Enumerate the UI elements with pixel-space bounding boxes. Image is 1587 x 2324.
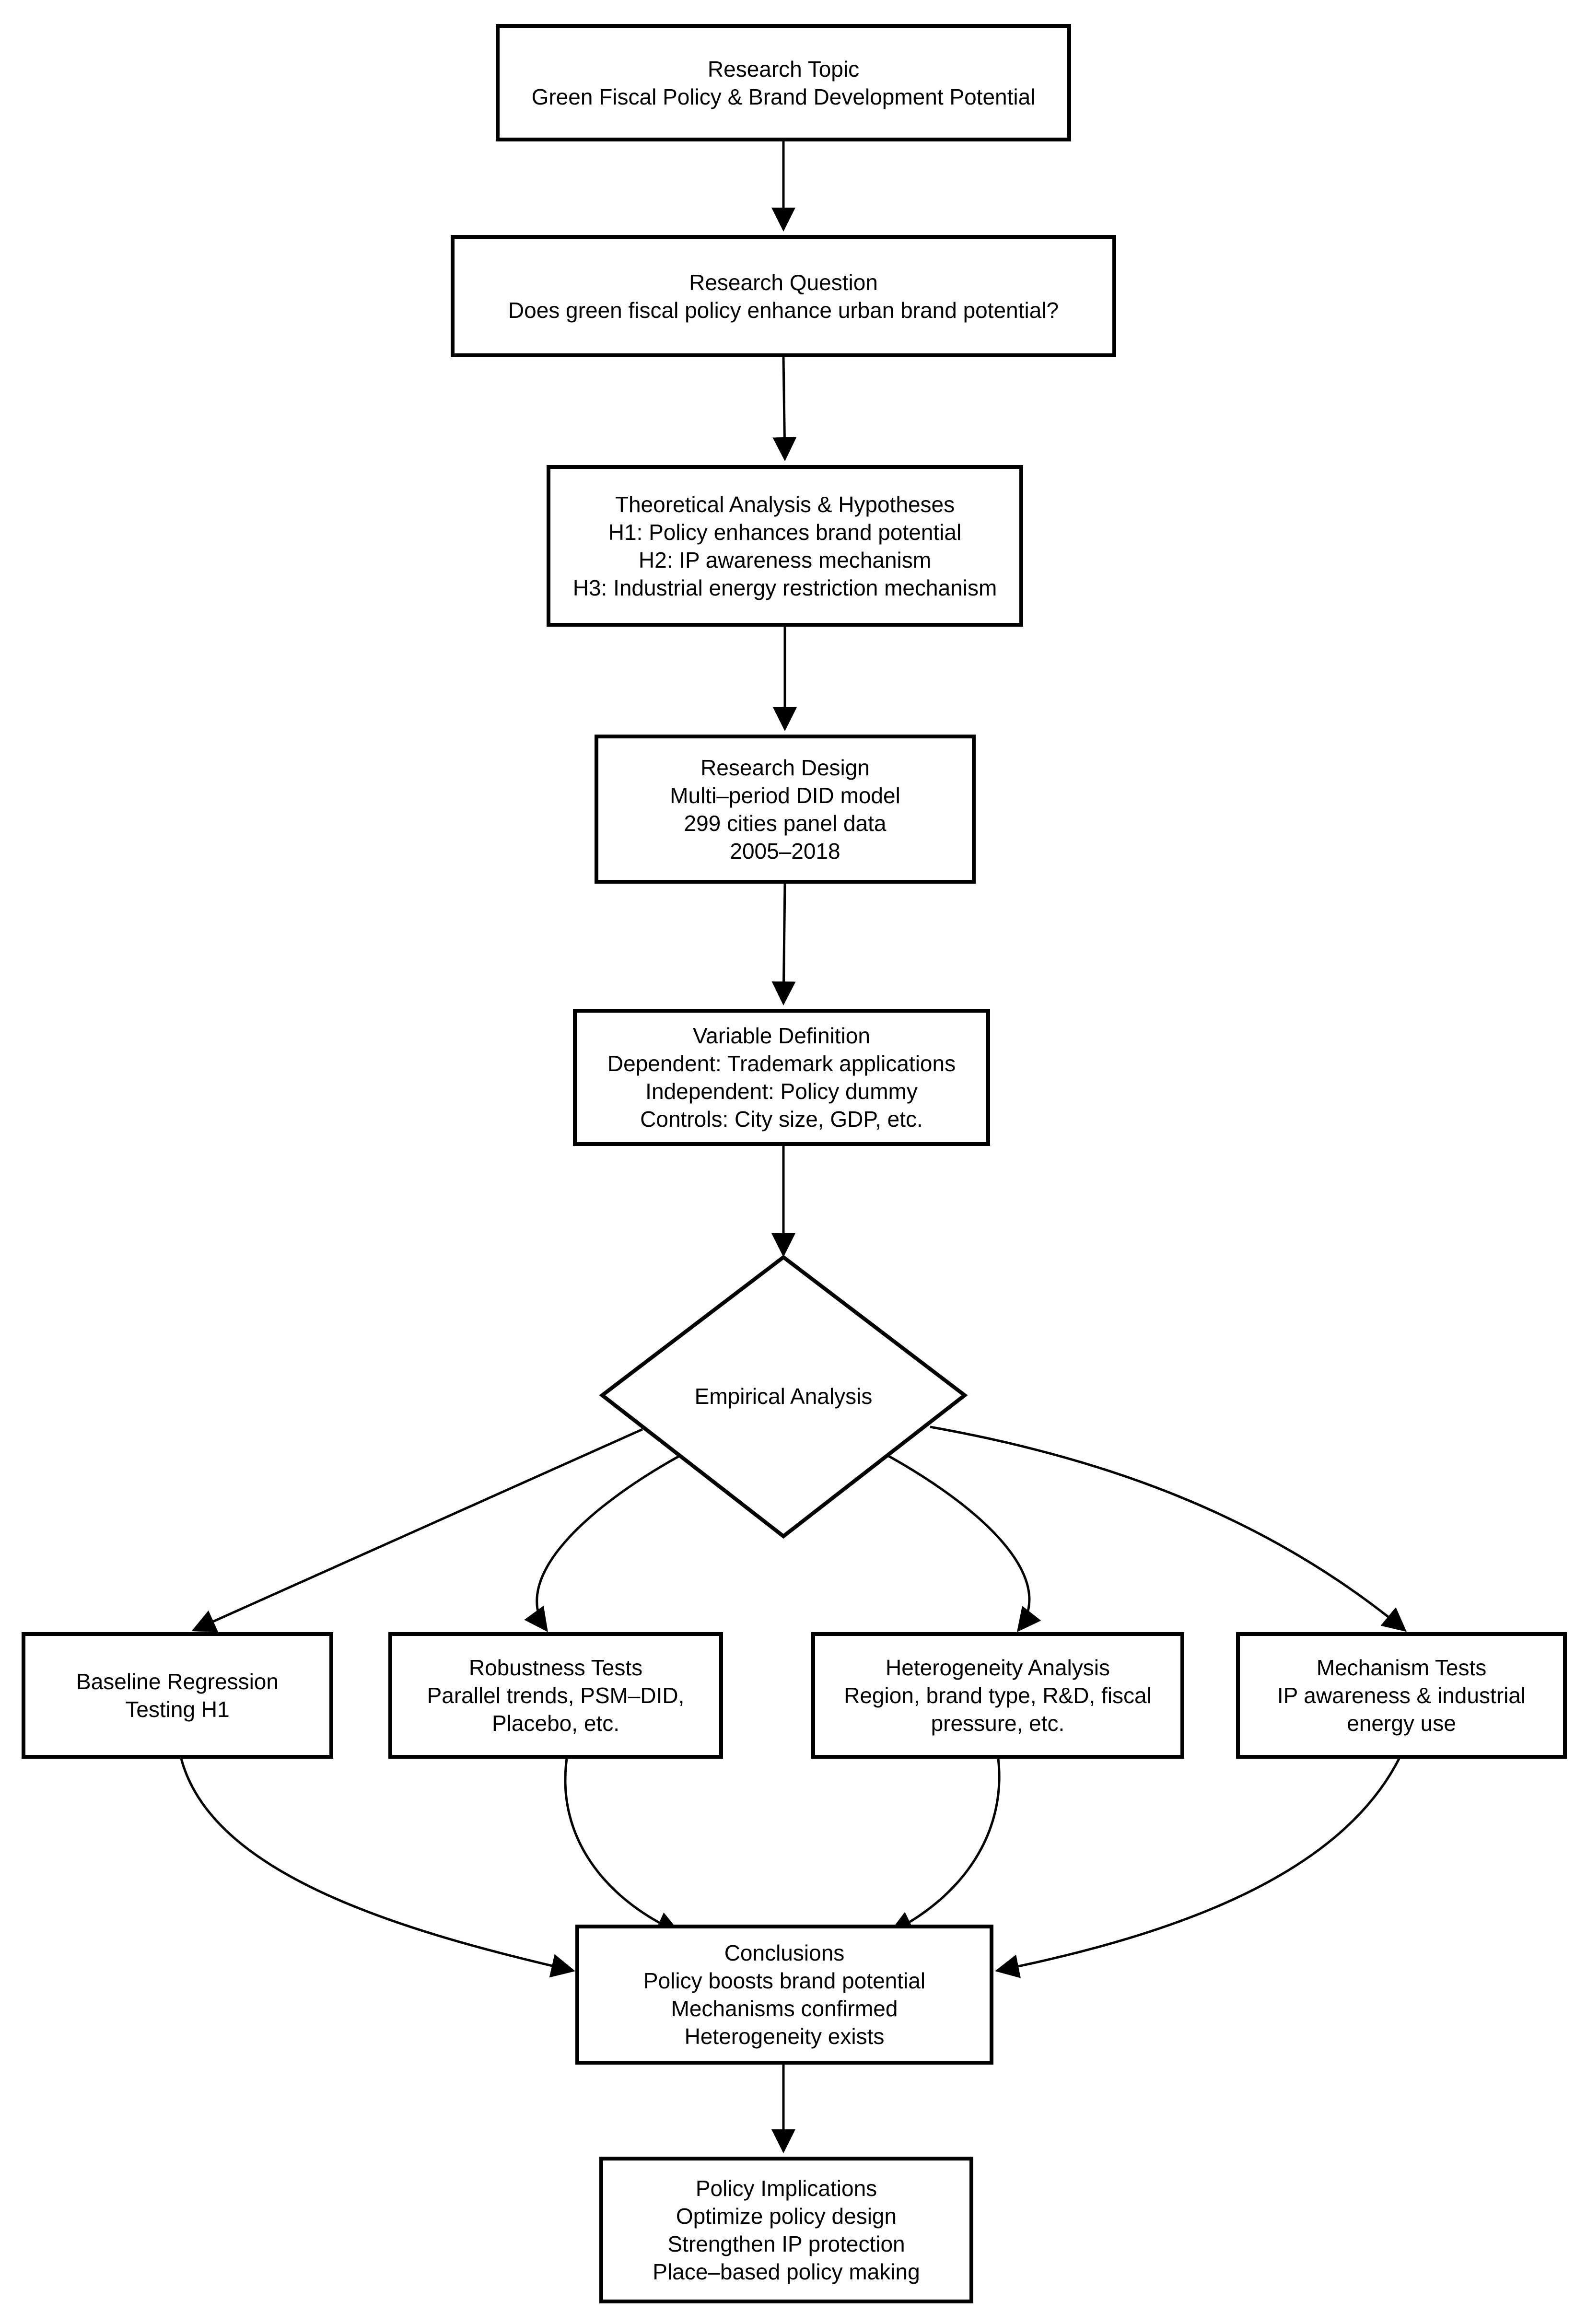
node-line: Region, brand type, R&D, fiscal [844, 1683, 1152, 1708]
edge-design-to-variables [771, 883, 796, 1005]
node-line: Place–based policy making [653, 2259, 920, 2284]
node-line: Does green fiscal policy enhance urban b… [508, 297, 1059, 323]
node-line: Strengthen IP protection [667, 2231, 905, 2256]
node-variable-definition: Variable Definition Dependent: Trademark… [573, 1009, 990, 1146]
node-line: H3: Industrial energy restriction mechan… [572, 575, 997, 600]
node-conclusions: Conclusions Policy boosts brand potentia… [575, 1925, 993, 2065]
node-line: Controls: City size, GDP, etc. [640, 1107, 923, 1132]
edge-heterogeneity-to-conclusions [888, 1758, 1001, 1934]
node-title: Conclusions [724, 1940, 845, 1965]
node-robustness-tests: Robustness Tests Parallel trends, PSM–DI… [388, 1632, 723, 1759]
edge-empirical-to-robustness [524, 1454, 682, 1633]
node-line: Heterogeneity exists [684, 2024, 885, 2049]
node-line: Parallel trends, PSM–DID, [427, 1683, 685, 1708]
node-title: Research Topic [707, 56, 860, 82]
node-research-design: Research Design Multi–period DID model 2… [595, 735, 976, 884]
edge-empirical-to-baseline [191, 1428, 643, 1633]
node-baseline-regression: Baseline Regression Testing H1 [22, 1632, 333, 1759]
node-line: Optimize policy design [676, 2204, 897, 2229]
node-line: Green Fiscal Policy & Brand Development … [531, 84, 1036, 109]
node-line: Testing H1 [125, 1697, 230, 1722]
edge-mechanism-to-conclusions [995, 1758, 1400, 1978]
node-research-topic: Research Topic Green Fiscal Policy & Bra… [496, 24, 1071, 141]
node-line: 299 cities panel data [684, 810, 887, 836]
node-line: Policy boosts brand potential [643, 1968, 926, 1993]
node-title: Heterogeneity Analysis [886, 1655, 1110, 1680]
node-mechanism-tests: Mechanism Tests IP awareness & industria… [1236, 1632, 1567, 1759]
edge-question-to-theory [772, 357, 797, 461]
node-line: Independent: Policy dummy [645, 1079, 918, 1104]
node-line: Placebo, etc. [492, 1711, 619, 1736]
node-line: pressure, etc. [931, 1711, 1065, 1736]
edge-empirical-to-mechanism [930, 1425, 1407, 1632]
node-line: IP awareness & industrial [1277, 1683, 1526, 1708]
node-empirical-analysis-label: Empirical Analysis [694, 1384, 873, 1409]
node-research-question: Research Question Does green fiscal poli… [451, 235, 1116, 357]
node-line: Multi–period DID model [670, 782, 900, 808]
node-title: Theoretical Analysis & Hypotheses [615, 491, 955, 517]
decision-diamond-empirical [599, 1254, 968, 1539]
node-line: Mechanisms confirmed [671, 1996, 898, 2021]
node-theoretical-analysis: Theoretical Analysis & Hypotheses H1: Po… [547, 465, 1023, 627]
node-line: energy use [1347, 1711, 1456, 1736]
node-title: Variable Definition [693, 1023, 870, 1048]
node-line: H2: IP awareness mechanism [638, 547, 932, 572]
node-line: Dependent: Trademark applications [607, 1051, 956, 1076]
node-line: 2005–2018 [730, 838, 840, 864]
edge-robustness-to-conclusions [564, 1758, 681, 1935]
node-heterogeneity-analysis: Heterogeneity Analysis Region, brand typ… [811, 1632, 1184, 1759]
edge-empirical-to-heterogeneity [886, 1454, 1041, 1632]
node-title: Robustness Tests [468, 1655, 643, 1680]
edge-baseline-to-conclusions [180, 1758, 575, 1978]
node-policy-implications: Policy Implications Optimize policy desi… [599, 2157, 973, 2303]
node-title: Mechanism Tests [1316, 1655, 1487, 1680]
node-title: Research Design [700, 755, 870, 780]
node-title: Research Question [689, 269, 878, 295]
node-title: Policy Implications [695, 2176, 877, 2201]
node-title: Baseline Regression [76, 1669, 279, 1694]
node-line: H1: Policy enhances brand potential [608, 519, 962, 545]
